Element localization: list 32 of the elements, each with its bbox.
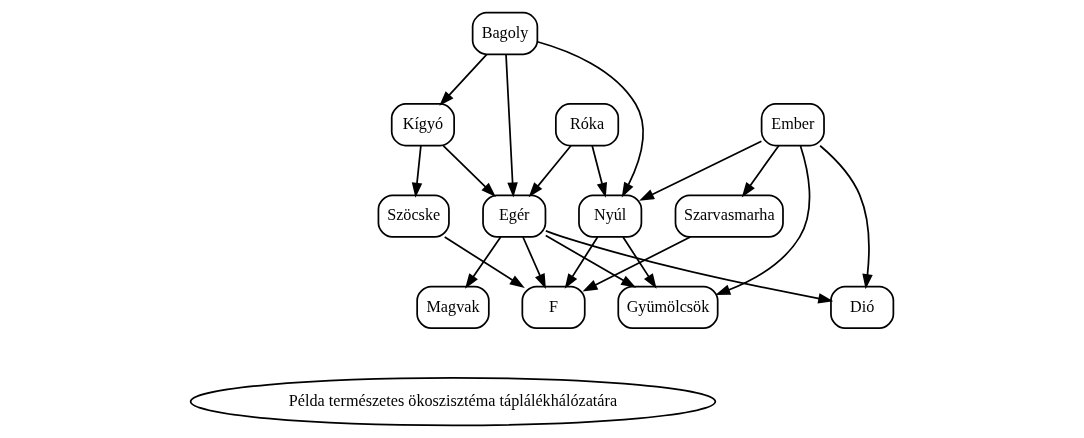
node-box: Dió: [830, 285, 895, 330]
arrow: [536, 40, 644, 198]
arrow: [522, 236, 546, 289]
arrow: [591, 144, 608, 198]
arrow: [715, 145, 811, 295]
node-box: F: [521, 285, 586, 330]
arrow: [443, 236, 525, 288]
arrow: [528, 144, 572, 198]
node-box: Nyúl: [578, 194, 643, 238]
arrow: [622, 236, 657, 289]
node-box: Magvak: [416, 285, 490, 330]
arrow: [544, 234, 637, 288]
node-box: Kígyó: [390, 103, 455, 147]
arrow: [465, 236, 502, 289]
node-box: Ember: [760, 103, 825, 147]
arrow: [545, 230, 834, 304]
node-box: Gyümölcsök: [617, 285, 719, 330]
arrow: [639, 140, 763, 201]
arrow: [819, 144, 873, 290]
arrow: [411, 144, 423, 198]
arrow: [582, 236, 692, 292]
node-ellipse: Példa természetes ökoszisztéma táplálékhálózatára: [189, 377, 717, 427]
arrow: [564, 236, 599, 289]
node-box: Róka: [555, 103, 620, 147]
arrow: [439, 53, 488, 106]
arrow: [741, 144, 780, 198]
node-box: Bagoly: [471, 11, 539, 56]
arrow: [505, 53, 518, 198]
node-box: Egér: [482, 194, 547, 238]
arrow: [442, 144, 496, 198]
node-box: Szöcske: [377, 194, 450, 238]
node-box: Szarvasmarha: [674, 194, 784, 238]
